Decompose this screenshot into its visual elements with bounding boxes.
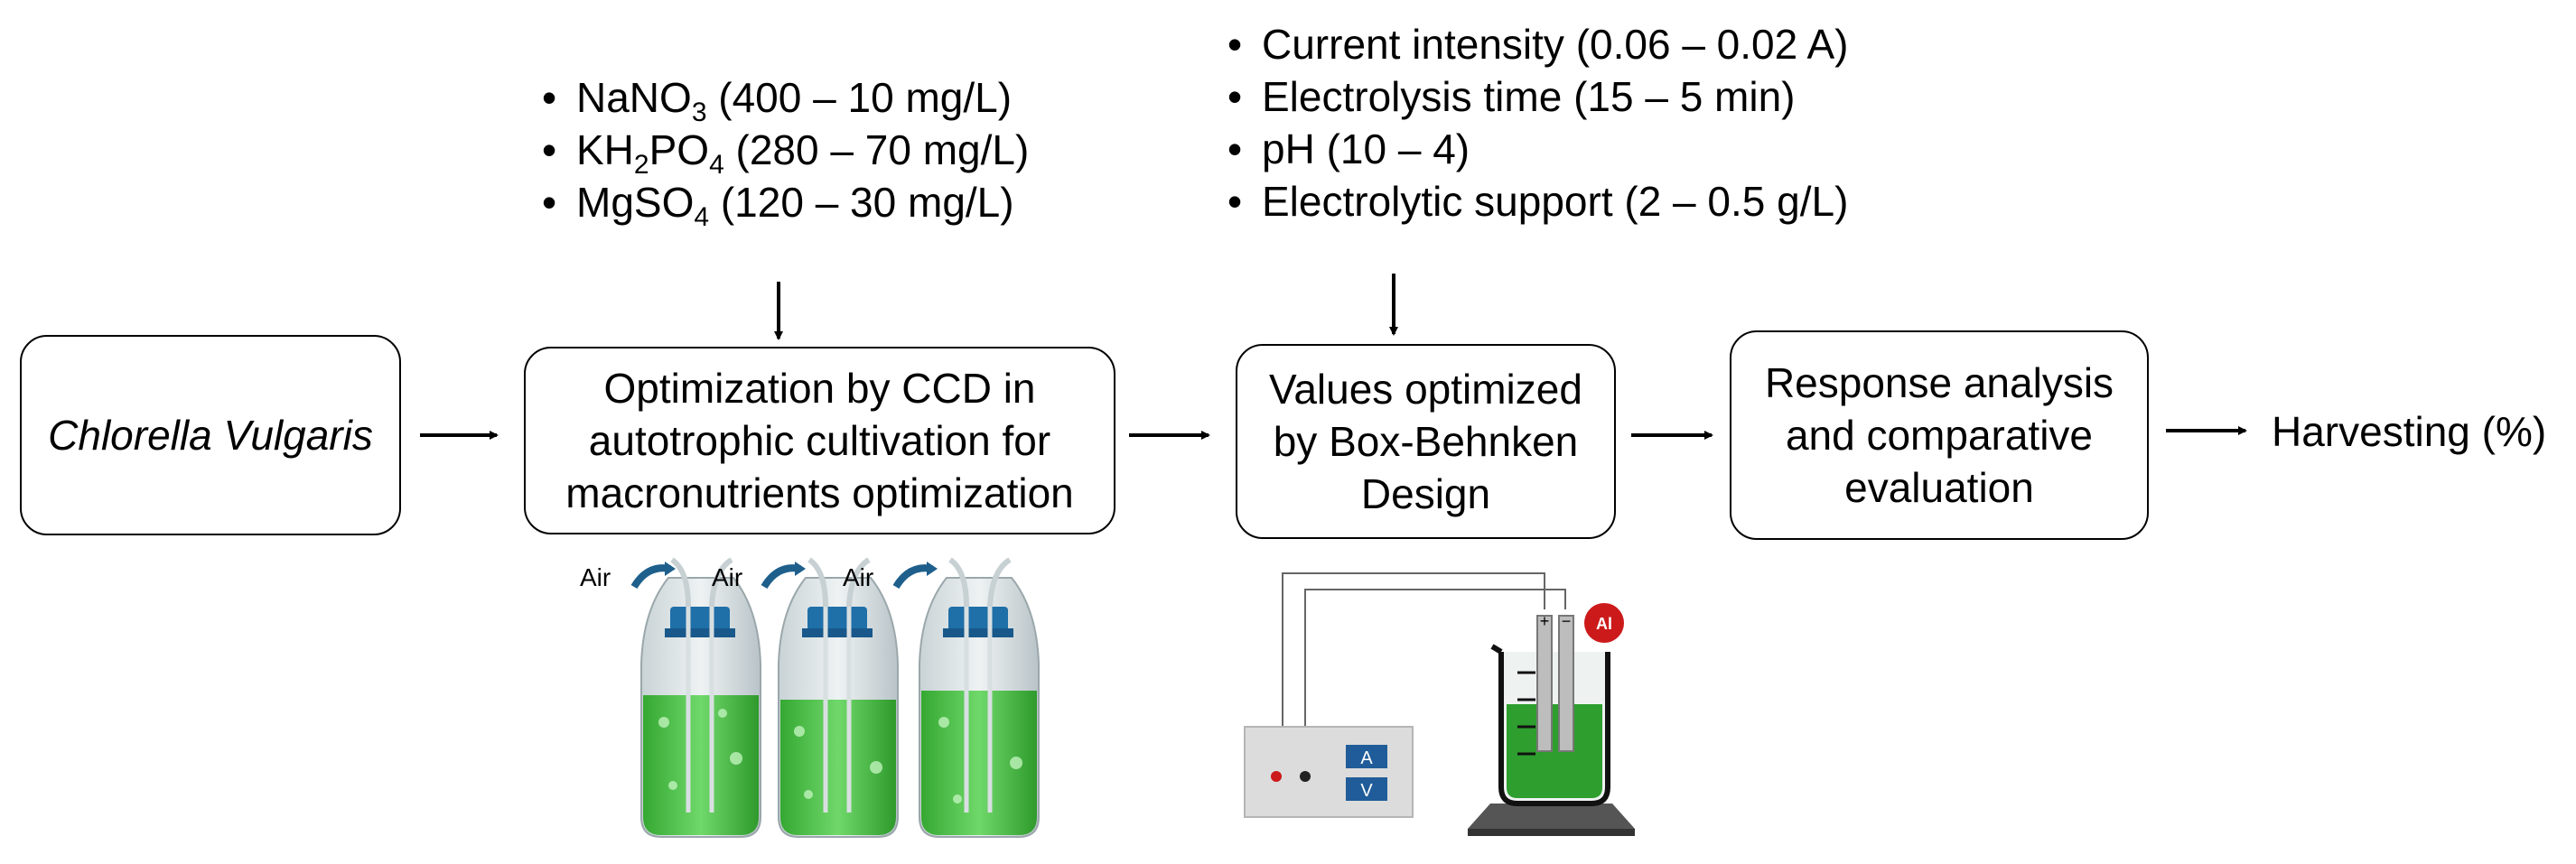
ammeter-label: A <box>1360 748 1373 768</box>
electro-param-list: Current intensity (0.06 – 0.02 A) Electr… <box>1226 18 1848 228</box>
ammeter-display <box>1346 745 1387 768</box>
air-label-3: Air <box>843 563 873 591</box>
nutrient-list: NaNO3 (400 – 10 mg/L) KH2PO4 (280 – 70 m… <box>540 71 1029 231</box>
param-time: Electrolysis time (15 – 5 min) <box>1226 70 1848 123</box>
ccd-line-3: macronutrients optimization <box>565 469 1074 516</box>
response-line-2: and comparative <box>1785 412 2094 459</box>
harvesting-label: Harvesting (%) <box>2272 408 2547 455</box>
aluminum-badge <box>1584 603 1624 643</box>
electrode-anode <box>1536 615 1553 752</box>
air-label-1: Air <box>580 563 611 591</box>
electrocoagulation-illustration: A V + − Al <box>1244 572 1635 836</box>
organism-box: Chlorella Vulgaris <box>20 335 401 535</box>
power-supply <box>1244 726 1414 818</box>
organism-label: Chlorella Vulgaris <box>48 412 373 459</box>
ccd-line-1: Optimization by CCD in <box>603 365 1036 412</box>
electrode-minus: − <box>1562 612 1572 630</box>
ccd-box: Optimization by CCD in autotrophic culti… <box>524 347 1115 534</box>
electrode-plus: + <box>1540 612 1550 630</box>
bbd-line-3: Design <box>1360 470 1491 517</box>
nutrient-item-mgso4: MgSO4 (120 – 30 mg/L) <box>540 176 1029 231</box>
bbd-box: Values optimized by Box-Behnken Design <box>1236 344 1616 539</box>
nutrient-item-nano3: NaNO3 (400 – 10 mg/L) <box>540 71 1029 126</box>
response-line-3: evaluation <box>1844 464 2034 511</box>
response-line-1: Response analysis <box>1764 359 2114 406</box>
voltmeter-label: V <box>1360 781 1373 801</box>
voltmeter-display <box>1346 777 1387 801</box>
electrode-cathode <box>1558 615 1574 752</box>
param-ph: pH (10 – 4) <box>1226 123 1848 175</box>
bbd-line-1: Values optimized <box>1269 366 1582 413</box>
flow-arrows <box>420 274 2247 440</box>
ccd-line-2: autotrophic cultivation for <box>588 417 1051 464</box>
param-current: Current intensity (0.06 – 0.02 A) <box>1226 18 1848 70</box>
terminal-positive <box>1271 771 1282 782</box>
bottle-1 <box>640 557 761 838</box>
air-label-2: Air <box>712 563 742 591</box>
bottle-3 <box>919 557 1040 838</box>
param-support: Electrolytic support (2 – 0.5 g/L) <box>1226 175 1848 228</box>
bottle-2 <box>778 557 899 838</box>
nutrient-item-kh2po4: KH2PO4 (280 – 70 mg/L) <box>540 124 1029 179</box>
bbd-line-2: by Box-Behnken <box>1273 418 1579 465</box>
aluminum-badge-label: Al <box>1596 615 1612 633</box>
terminal-negative <box>1300 771 1311 782</box>
bioreactor-illustration: Air Air Air <box>580 557 1040 838</box>
response-box: Response analysis and comparative evalua… <box>1730 330 2149 540</box>
